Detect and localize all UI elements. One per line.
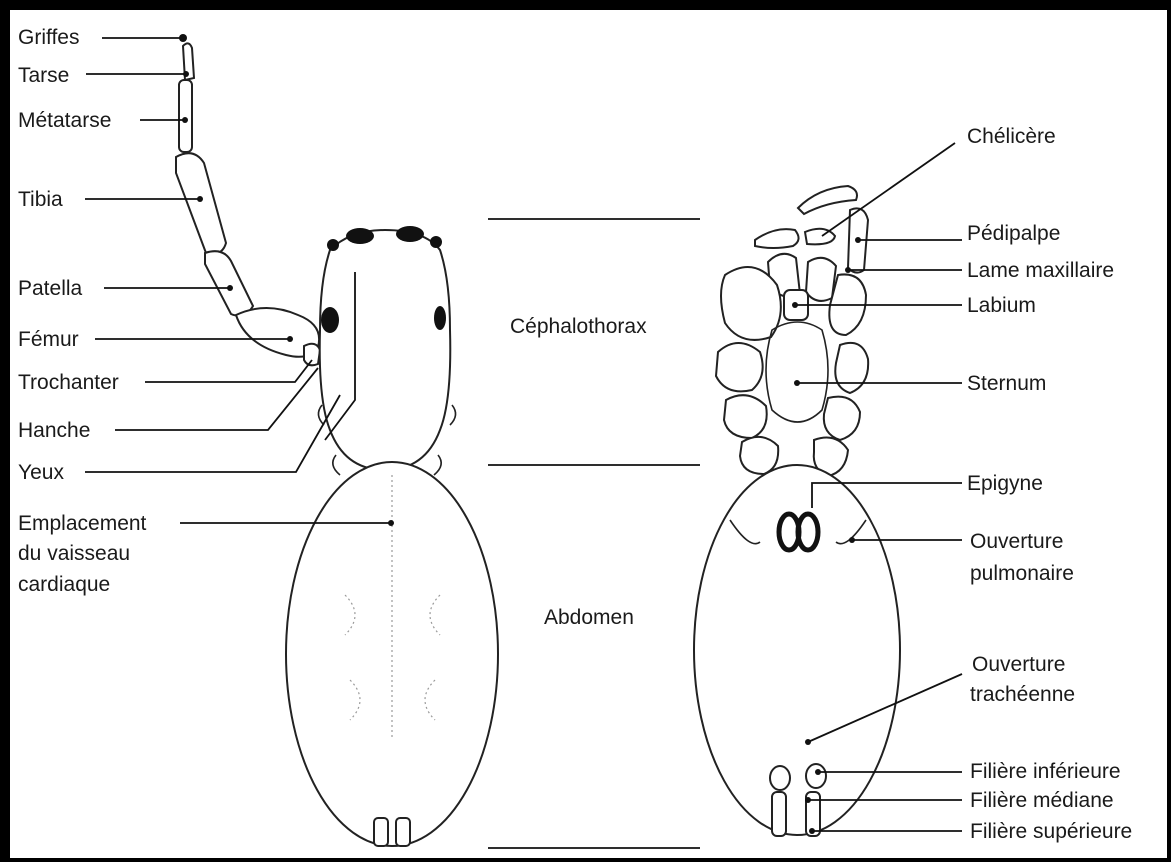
label-pedipalpe: Pédipalpe xyxy=(967,222,1060,245)
label-tibia: Tibia xyxy=(18,188,63,211)
label-chelicere: Chélicère xyxy=(967,125,1056,148)
section-dividers xyxy=(488,219,700,848)
label-ouverture-tracheenne-2: trachéenne xyxy=(970,683,1075,706)
ventral-coxa-2-left xyxy=(716,343,763,391)
ventral-coxa-3-right xyxy=(824,397,860,440)
dorsal-leg xyxy=(176,43,320,365)
section-cephalothorax: Céphalothorax xyxy=(510,315,647,338)
ventral-maxilla-right xyxy=(806,258,836,301)
label-emplacement-1: Emplacement xyxy=(18,512,147,535)
ventral-chelicera-left xyxy=(755,229,799,248)
dorsal-coxa-left-rear xyxy=(333,455,340,475)
label-hanche: Hanche xyxy=(18,419,90,442)
dorsal-coxa-right-rear xyxy=(434,455,441,475)
leg-trochanter xyxy=(304,344,320,366)
label-emplacement-3: cardiaque xyxy=(18,573,110,596)
label-filiere-superieure: Filière supérieure xyxy=(970,820,1132,843)
label-tarse: Tarse xyxy=(18,64,69,87)
ventral-chelicera-fang xyxy=(798,186,857,214)
dorsal-cephalothorax xyxy=(320,230,451,470)
dorsal-abdomen xyxy=(286,462,498,846)
ventral-coxa-3-left xyxy=(724,395,767,438)
label-filiere-inferieure: Filière inférieure xyxy=(970,760,1121,783)
label-filiere-mediane: Filière médiane xyxy=(970,789,1114,812)
ventral-coxa-1-left xyxy=(721,267,781,340)
label-emplacement-2: du vaisseau xyxy=(18,542,130,565)
ventral-view xyxy=(694,186,900,836)
label-ouverture-tracheenne-1: Ouverture xyxy=(972,653,1065,676)
leg-patella xyxy=(205,251,253,316)
label-ouverture-pulmonaire-2: pulmonaire xyxy=(970,562,1074,585)
dorsal-labels: Griffes Tarse Métatarse Tibia Patella Fé… xyxy=(18,26,147,596)
ventral-sternum xyxy=(766,322,828,422)
label-griffes: Griffes xyxy=(18,26,79,49)
ventral-labels: Chélicère Pédipalpe Lame maxillaire Labi… xyxy=(967,125,1132,843)
dorsal-view xyxy=(176,43,498,846)
leg-metatarsus xyxy=(179,80,192,152)
dorsal-spinneret-right xyxy=(396,818,410,846)
label-epigyne: Epigyne xyxy=(967,472,1043,495)
label-labium: Labium xyxy=(967,294,1036,317)
ventral-spinneret-right xyxy=(806,764,826,788)
label-yeux: Yeux xyxy=(18,461,64,484)
label-patella: Patella xyxy=(18,277,83,300)
ventral-spinneret-left xyxy=(770,766,790,790)
label-femur: Fémur xyxy=(18,328,79,351)
label-trochanter: Trochanter xyxy=(18,371,119,394)
label-sternum: Sternum xyxy=(967,372,1046,395)
label-metatarse: Métatarse xyxy=(18,109,111,132)
ventral-coxa-2-right xyxy=(835,343,868,393)
label-lame-maxillaire: Lame maxillaire xyxy=(967,259,1114,282)
dorsal-coxa-right xyxy=(450,405,456,425)
label-ouverture-pulmonaire-1: Ouverture xyxy=(970,530,1063,553)
dorsal-spinneret-left xyxy=(374,818,388,846)
leg-tibia xyxy=(176,153,226,254)
ventral-spinneret-left-lower xyxy=(772,792,786,836)
ventral-coxa-4-left xyxy=(740,437,778,474)
section-abdomen: Abdomen xyxy=(544,606,634,629)
